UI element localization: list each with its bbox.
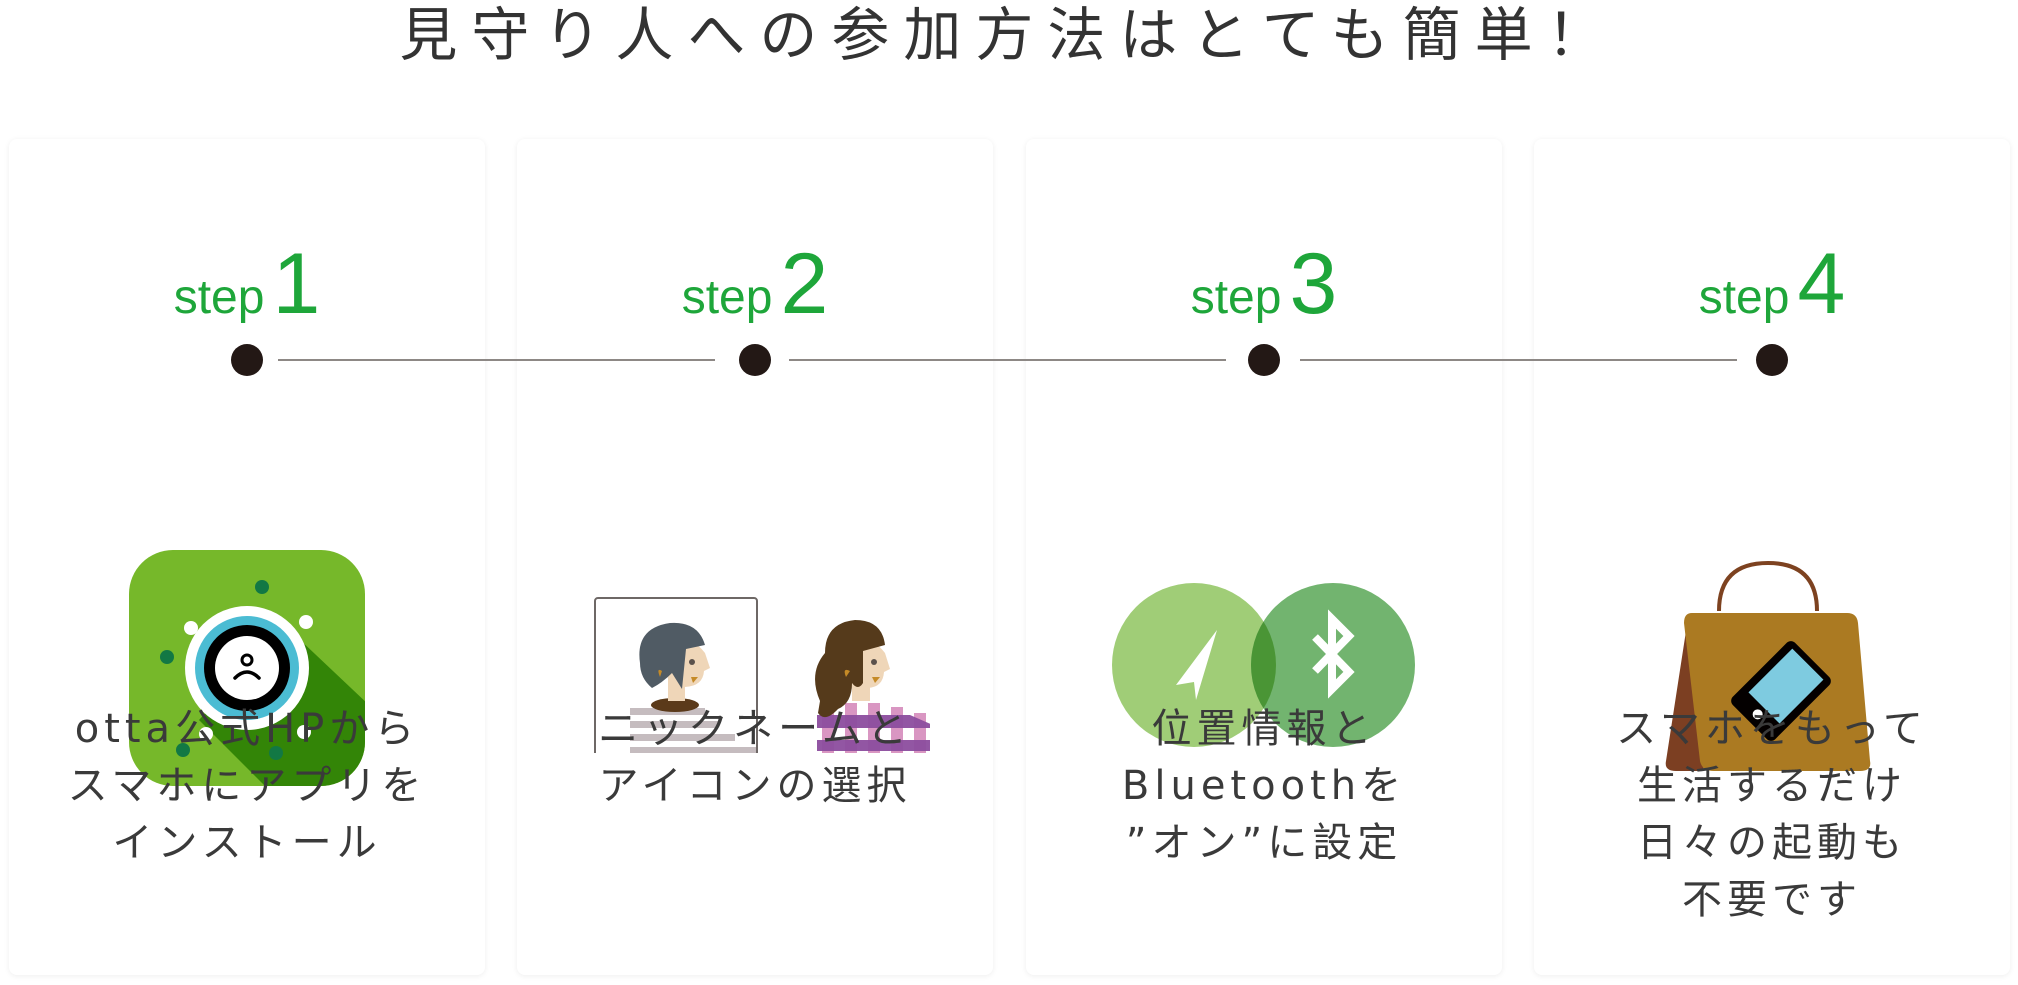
step-number: 1 <box>272 236 321 332</box>
timeline-dot <box>231 344 263 376</box>
male-avatar-icon <box>594 597 758 753</box>
step-number: 4 <box>1797 236 1846 332</box>
description-line: スマホをもって <box>1616 706 1928 752</box>
female-avatar-icon <box>815 620 930 753</box>
step-label: step3 <box>1026 235 1502 334</box>
description-line: ”オン”に設定 <box>1125 820 1403 866</box>
description-line: スマホにアプリを <box>67 763 427 809</box>
step-label: step4 <box>1534 235 2010 334</box>
description-line: インストール <box>112 820 382 866</box>
step-description: ニックネームと アイコンの選択 <box>517 701 993 815</box>
timeline-dot <box>1248 344 1280 376</box>
step-card-1: step1 otta公式HPから <box>9 139 485 975</box>
step-description: otta公式HPから スマホにアプリを インストール <box>9 701 485 872</box>
step-card-3: step3 位置情報と Bluetoothを ”オン”に設定 <box>1026 139 1502 975</box>
otta-app-icon <box>9 409 485 786</box>
step-word: step <box>1698 271 1790 324</box>
step-number: 3 <box>1289 236 1338 332</box>
timeline-line-3-4 <box>1300 359 1737 361</box>
page-title: 見守り人への参加方法はとても簡単！ <box>399 1 1619 69</box>
smartphone-icon <box>1731 641 1831 741</box>
description-line: 不要です <box>1682 877 1862 923</box>
timeline-dot <box>1756 344 1788 376</box>
step-word: step <box>681 271 773 324</box>
description-line: otta公式HPから <box>74 706 420 752</box>
step-description: スマホをもって 生活するだけ 日々の起動も 不要です <box>1534 701 2010 929</box>
description-line: 日々の起動も <box>1637 820 1907 866</box>
step-card-2: step2 <box>517 139 993 975</box>
bluetooth-icon <box>1312 609 1355 699</box>
step-description: 位置情報と Bluetoothを ”オン”に設定 <box>1026 701 1502 872</box>
step-label: step1 <box>9 235 485 334</box>
timeline-line-2-3 <box>789 359 1226 361</box>
step-word: step <box>1190 271 1282 324</box>
avatar-selection-icon <box>517 409 993 753</box>
location-bluetooth-icon <box>1026 409 1502 747</box>
step-card-4: step4 スマホをもって 生活するだけ 日々の起動も 不要です <box>1534 139 2010 975</box>
step-label: step2 <box>517 235 993 334</box>
step-word: step <box>173 271 265 324</box>
description-line: アイコンの選択 <box>598 763 912 809</box>
description-line: 位置情報と <box>1151 706 1377 752</box>
timeline-dot <box>739 344 771 376</box>
bag-with-phone-icon <box>1534 409 2010 771</box>
description-line: 生活するだけ <box>1637 763 1907 809</box>
location-arrow-icon <box>1176 630 1217 700</box>
description-line: Bluetoothを <box>1121 763 1407 809</box>
description-line: ニックネームと <box>598 706 912 752</box>
step-number: 2 <box>780 236 829 332</box>
timeline-line-1-2 <box>278 359 715 361</box>
